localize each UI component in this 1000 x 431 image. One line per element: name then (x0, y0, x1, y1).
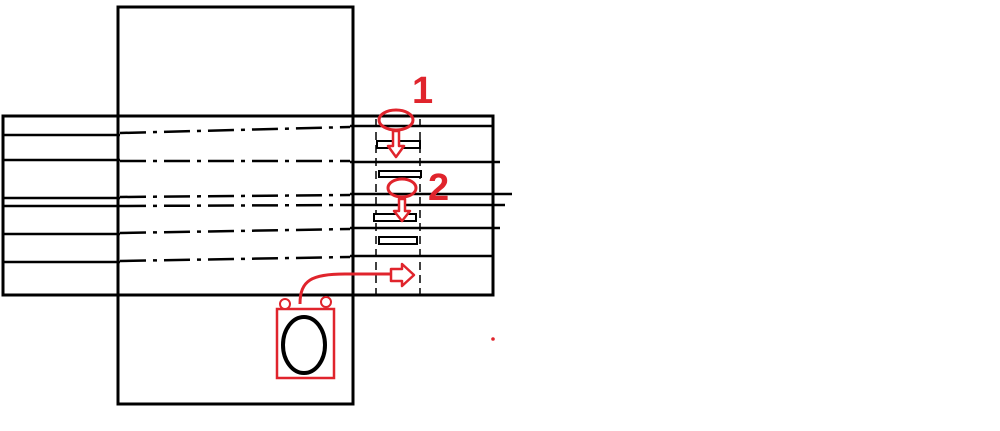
marker-ellipse-2 (386, 177, 418, 199)
dashed-line (119, 193, 351, 199)
sensor-lens (281, 315, 327, 375)
down-arrows (386, 129, 412, 223)
dashed-line (119, 227, 351, 235)
slot-rect (378, 170, 422, 178)
sensor-terminal-left (279, 298, 291, 310)
slot-rect (373, 213, 417, 222)
down-arrow-2 (392, 197, 412, 223)
dashed-line (119, 203, 351, 208)
sensor-terminal-right (320, 296, 332, 308)
down-arrow-1 (386, 129, 406, 159)
right-arrow (389, 262, 416, 288)
callout-label-2: 2 (428, 167, 449, 209)
stray-dot (491, 337, 495, 341)
callout-label-1: 1 (412, 70, 433, 112)
dashed-line (119, 255, 351, 263)
dashed-line (119, 125, 351, 135)
slot-rect (378, 236, 418, 245)
curved-arrow-line (298, 272, 392, 305)
dashed-lines (119, 125, 351, 263)
